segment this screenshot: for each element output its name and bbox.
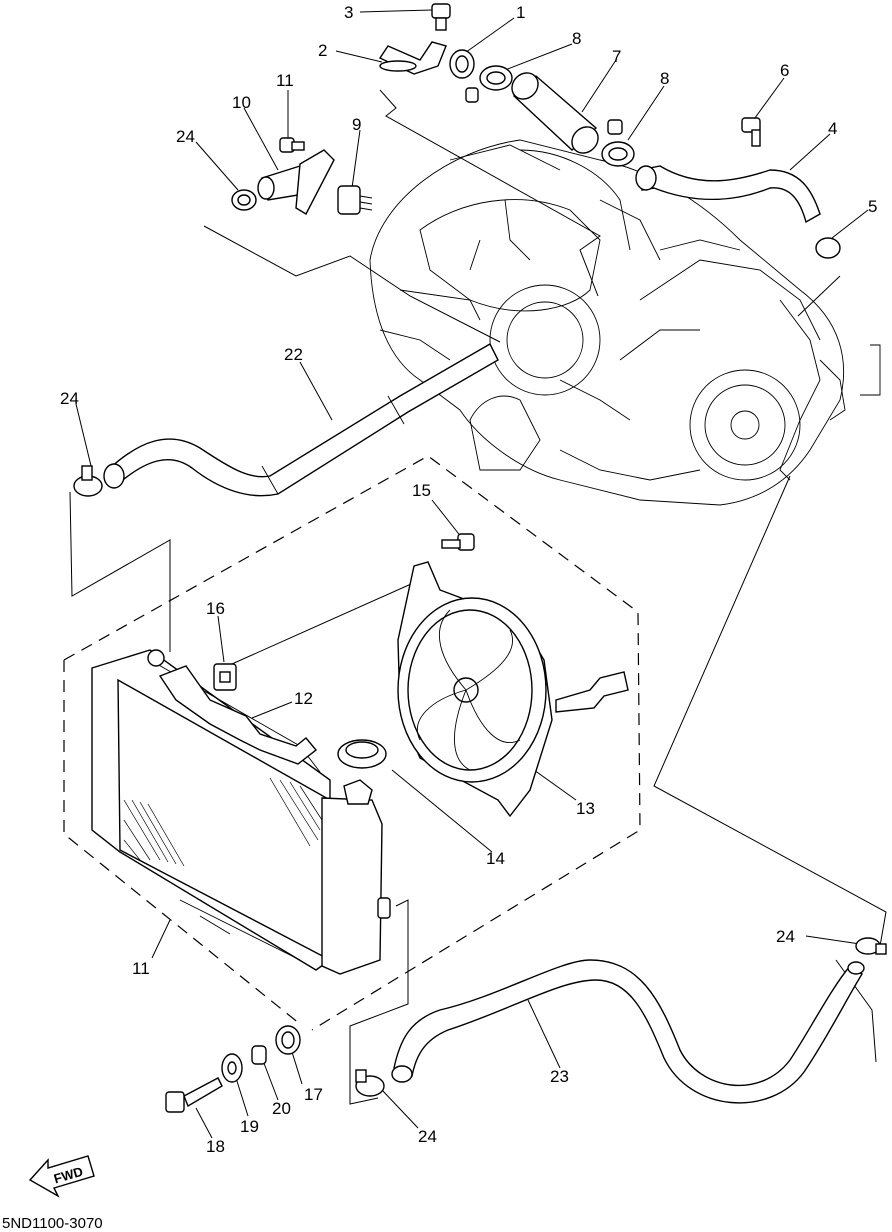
callout-13: 12 [294, 689, 313, 708]
hose-part-7 [511, 72, 599, 154]
callout-14: 13 [576, 799, 595, 818]
callout-1: 1 [516, 3, 525, 22]
callout-11: 11 [276, 71, 294, 90]
callout-24-bottom: 24 [418, 1127, 437, 1146]
clamp-part-24-right [855, 937, 887, 955]
drawing-code: 5ND1100-3070 [2, 1215, 103, 1232]
bolt-part-11 [279, 137, 305, 153]
bolt-part-6 [741, 117, 761, 147]
grommet-part-18 [275, 1025, 301, 1055]
callout-18: 17 [304, 1085, 323, 1104]
callout-8-upper: 8 [572, 29, 581, 48]
collar-part-21 [251, 1045, 267, 1065]
callout-labels: 3 1 2 8 7 8 6 4 5 11 10 24 9 22 24 15 16… [60, 3, 877, 1156]
hose-part-1 [449, 49, 475, 79]
bolt-part-3 [431, 3, 451, 31]
clamp-part-8-lower [601, 119, 635, 167]
pipe-part-4 [635, 165, 821, 224]
clamp-part-24-left [73, 465, 103, 497]
callout-6: 6 [780, 61, 789, 80]
callout-23: 23 [550, 1067, 569, 1086]
clamp-part-8-upper [465, 65, 513, 103]
hose-part-22 [103, 343, 499, 497]
radiator-assembly-boundary [63, 455, 641, 1031]
radiator-part-12 [91, 649, 391, 975]
callout-9: 9 [352, 115, 361, 134]
callout-7: 7 [612, 47, 621, 66]
callout-4: 4 [828, 119, 837, 138]
pipe-fitting-part-2 [378, 41, 447, 75]
bolt-part-19 [165, 1077, 223, 1113]
callout-3: 3 [344, 3, 353, 22]
callout-22: 22 [284, 345, 303, 364]
callout-15: 14 [486, 849, 505, 868]
callout-10: 10 [232, 93, 251, 112]
callout-5: 5 [868, 197, 877, 216]
clamp-part-24-upper [231, 189, 257, 211]
leader-lines [69, 9, 887, 1139]
outlet-joint-part-10 [257, 149, 335, 215]
callout-19: 18 [206, 1137, 225, 1156]
engine-outline [369, 139, 881, 506]
callout-21: 20 [272, 1099, 291, 1118]
callout-17: 16 [206, 599, 225, 618]
bracket-part-13 [158, 665, 318, 765]
o-ring-part-5 [815, 237, 841, 259]
callout-12: 11 [132, 959, 150, 978]
thermostat-part-9 [337, 185, 373, 215]
clamp-part-24-bottom [355, 1069, 385, 1097]
hose-part-23 [391, 959, 865, 1104]
callout-24-right: 24 [776, 927, 795, 946]
nut-part-17 [213, 663, 237, 691]
callout-24-left: 24 [60, 389, 79, 408]
radiator-cap-part-15 [337, 739, 387, 805]
callout-8-lower: 8 [660, 69, 669, 88]
callout-2: 2 [318, 41, 327, 60]
forward-direction-arrow: FWD [28, 1155, 95, 1198]
callout-16: 15 [412, 481, 431, 500]
callout-20: 19 [240, 1117, 259, 1136]
fan-motor-part-14 [397, 561, 629, 818]
callout-24-upper: 24 [176, 127, 195, 146]
bolt-part-16 [441, 533, 475, 551]
washer-part-20 [221, 1053, 243, 1083]
